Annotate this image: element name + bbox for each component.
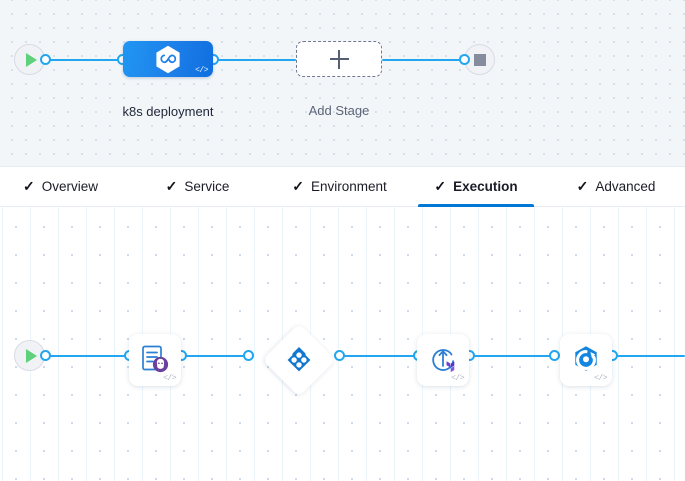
- tab-execution-label: Execution: [453, 179, 518, 194]
- tab-environment-label: Environment: [310, 179, 387, 194]
- stage-connector-2: [216, 58, 296, 61]
- play-icon: [25, 348, 37, 363]
- harness-hexagon-icon: [156, 45, 180, 73]
- step-approval-icon-wrap: [273, 334, 325, 386]
- step-rollout-in-dot[interactable]: [549, 350, 560, 361]
- stage-connector-3: [382, 58, 468, 61]
- step-approval-in-dot[interactable]: [243, 350, 254, 361]
- check-icon: ✓: [23, 177, 35, 194]
- stop-icon: [473, 53, 486, 66]
- stage-config-tabs: ✓ Overview ✓ Service ✓ Environment ✓ Exe…: [0, 166, 685, 207]
- execution-connector-5: [615, 354, 685, 357]
- stage-code-badge[interactable]: </>: [195, 66, 208, 75]
- step-plan-code-badge[interactable]: </>: [163, 374, 176, 383]
- terraform-plan-icon: [142, 345, 169, 373]
- stage-start-node[interactable]: [14, 44, 45, 75]
- execution-connector-2: [184, 354, 246, 357]
- add-stage-button[interactable]: [296, 41, 382, 77]
- step-node-iam-approval[interactable]: [262, 323, 336, 397]
- check-icon: ✓: [165, 177, 178, 194]
- stage-end-connector-dot[interactable]: [459, 54, 470, 65]
- tab-overview[interactable]: ✓ Overview: [8, 167, 113, 206]
- execution-connector-1: [48, 354, 132, 357]
- plus-icon: [329, 49, 349, 69]
- tab-service[interactable]: ✓ Service: [150, 167, 245, 206]
- execution-connector-4: [472, 354, 552, 357]
- check-icon: ✓: [576, 177, 589, 194]
- tab-execution[interactable]: ✓ Execution: [418, 167, 534, 207]
- tab-environment[interactable]: ✓ Environment: [272, 167, 407, 206]
- stage-node-k8s-label: k8s deployment: [122, 104, 214, 119]
- step-approval-out-dot[interactable]: [334, 350, 345, 361]
- play-icon: [25, 52, 37, 67]
- tab-service-label: Service: [184, 179, 230, 194]
- stage-pipeline-canvas[interactable]: </> k8s deployment Add Stage: [0, 0, 685, 166]
- step-node-iam-resources-apply[interactable]: </>: [417, 334, 469, 386]
- step-node-rollout-deployment[interactable]: </>: [560, 334, 612, 386]
- step-apply-code-badge[interactable]: </>: [451, 374, 464, 383]
- step-rollout-code-badge[interactable]: </>: [594, 374, 607, 383]
- tab-overview-label: Overview: [41, 179, 98, 194]
- execution-start-connector-dot[interactable]: [40, 350, 51, 361]
- check-icon: ✓: [434, 177, 447, 194]
- stage-start-connector-dot[interactable]: [40, 54, 51, 65]
- stage-node-k8s-deployment[interactable]: </>: [123, 41, 213, 77]
- execution-pipeline-canvas[interactable]: </> IAM resources Plan IAM Approval: [0, 207, 685, 481]
- tab-advanced[interactable]: ✓ Advanced: [556, 167, 676, 206]
- tab-advanced-label: Advanced: [595, 179, 656, 194]
- terraform-apply-icon: [432, 349, 455, 373]
- add-stage-label: Add Stage: [308, 103, 370, 118]
- execution-connector-3: [342, 354, 418, 357]
- step-node-iam-resources-plan[interactable]: </>: [129, 334, 181, 386]
- check-icon: ✓: [292, 177, 304, 194]
- stage-connector-1: [48, 58, 124, 61]
- harness-approval-icon: [287, 347, 311, 372]
- kubernetes-rollout-icon: [575, 346, 597, 371]
